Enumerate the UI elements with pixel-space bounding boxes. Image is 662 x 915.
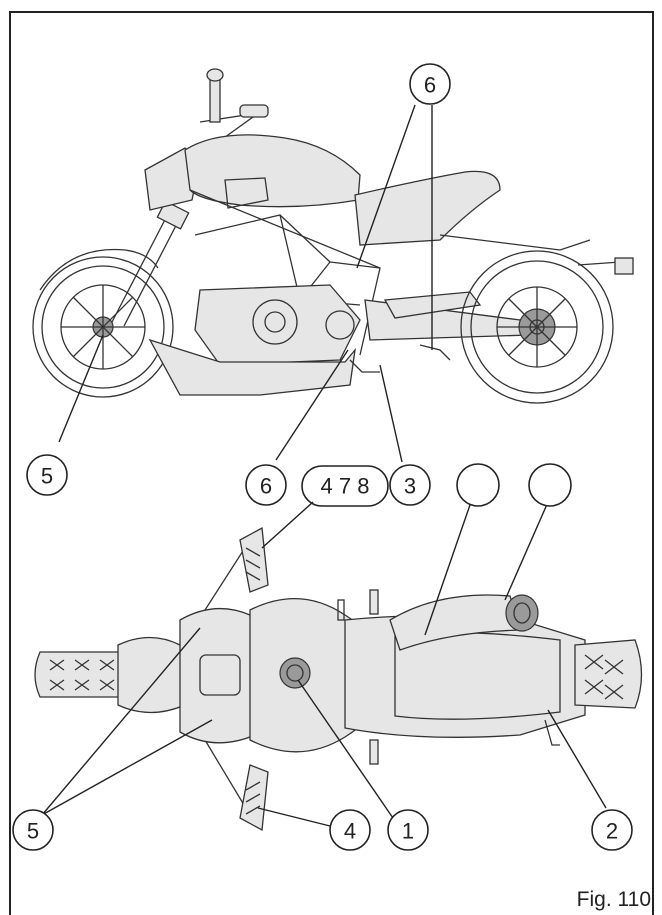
callout-1-text: 1 bbox=[402, 819, 414, 844]
top-view-drawing bbox=[35, 528, 642, 830]
callout-1: 1 bbox=[388, 810, 428, 850]
callout-6-bottom-text: 6 bbox=[260, 474, 272, 499]
callout-6-top: 6 bbox=[410, 64, 450, 104]
callout-4-top-text: 4 bbox=[344, 819, 356, 844]
callout-empty-b bbox=[529, 464, 571, 506]
side-view-drawing bbox=[33, 69, 633, 403]
top-rear-tyre bbox=[575, 640, 642, 708]
front-fender bbox=[40, 250, 158, 291]
top-instruments bbox=[180, 609, 255, 743]
engine bbox=[195, 285, 360, 365]
figure-caption: Fig. 110 bbox=[577, 888, 651, 911]
callout-2-text: 2 bbox=[606, 819, 618, 844]
callout-4-7-8-text: 4 7 8 bbox=[321, 474, 370, 499]
callout-5-side-text: 5 bbox=[41, 464, 53, 489]
callout-5-side: 5 bbox=[27, 455, 67, 495]
callout-2: 2 bbox=[592, 810, 632, 850]
callout-4-top: 4 bbox=[330, 810, 370, 850]
fuel-tank bbox=[185, 135, 360, 207]
callout-6-bottom: 6 bbox=[246, 465, 286, 505]
top-front-tyre bbox=[35, 652, 124, 697]
callout-3: 3 bbox=[390, 465, 430, 505]
seat bbox=[355, 171, 500, 245]
callout-4-7-8: 4 7 8 bbox=[302, 466, 388, 506]
callout-3-text: 3 bbox=[404, 474, 416, 499]
fuel-cap bbox=[280, 658, 310, 688]
callout-5-top-text: 5 bbox=[27, 819, 39, 844]
callout-6-top-text: 6 bbox=[424, 73, 436, 98]
front-wheel bbox=[33, 257, 173, 397]
callout-empty-a bbox=[457, 464, 499, 506]
callout-5-top: 5 bbox=[13, 810, 53, 850]
